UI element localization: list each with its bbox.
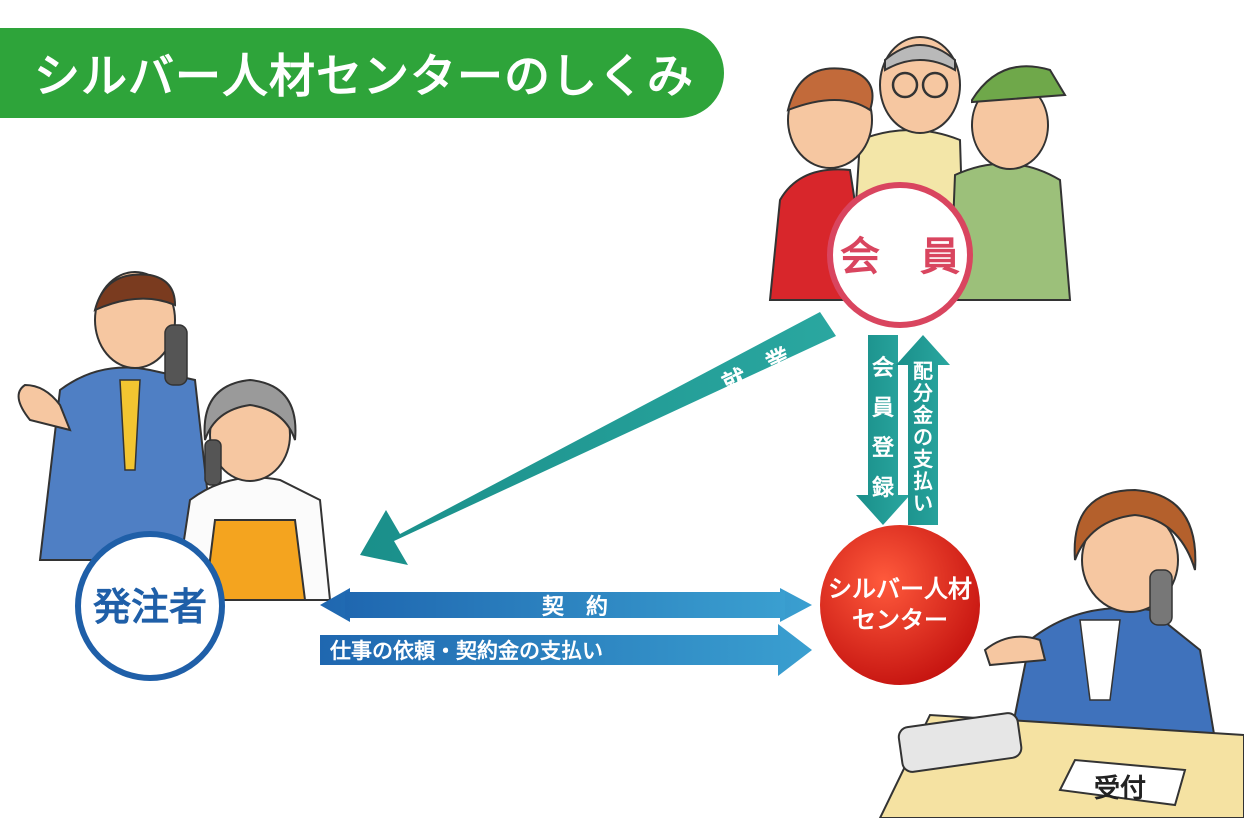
arrow-request-payment-label: 仕事の依頼・契約金の支払い	[329, 639, 603, 663]
arrow-request-payment	[320, 624, 812, 676]
arrow-member-registration	[856, 335, 910, 525]
desk-sign-label: 受付	[1094, 773, 1146, 804]
svg-text:払: 払	[913, 469, 933, 493]
receptionist-illustration	[878, 488, 1244, 818]
client-node	[75, 531, 225, 681]
center-node-label-line1: シルバー人材	[828, 575, 972, 603]
page-title: シルバー人材センターのしくみ	[0, 28, 724, 118]
svg-text:配: 配	[913, 359, 933, 383]
member-node-label: 会 員	[840, 234, 960, 280]
svg-text:分: 分	[913, 381, 933, 405]
svg-text:員: 員	[871, 396, 894, 421]
svg-text:登: 登	[871, 436, 895, 461]
center-node	[820, 525, 980, 685]
svg-text:い: い	[913, 491, 933, 515]
svg-text:支: 支	[913, 447, 934, 471]
member-node	[827, 182, 973, 328]
svg-text:金: 金	[912, 403, 934, 427]
arrow-contract-label: 契 約	[541, 594, 608, 620]
svg-text:の: の	[913, 425, 933, 449]
svg-text:会: 会	[872, 355, 894, 381]
center-node-label-line2: センター	[852, 606, 948, 634]
arrow-employment	[360, 312, 836, 565]
client-node-label: 発注者	[93, 585, 207, 629]
client-illustration	[17, 271, 332, 601]
arrow-contract	[320, 588, 812, 622]
arrow-distribution-payment	[896, 335, 950, 525]
svg-text:録: 録	[872, 475, 895, 501]
arrow-member-registration-label: 会 員 登 録	[871, 355, 895, 501]
arrow-distribution-payment-label: 配 分 金 の 支 払 い	[912, 359, 934, 515]
